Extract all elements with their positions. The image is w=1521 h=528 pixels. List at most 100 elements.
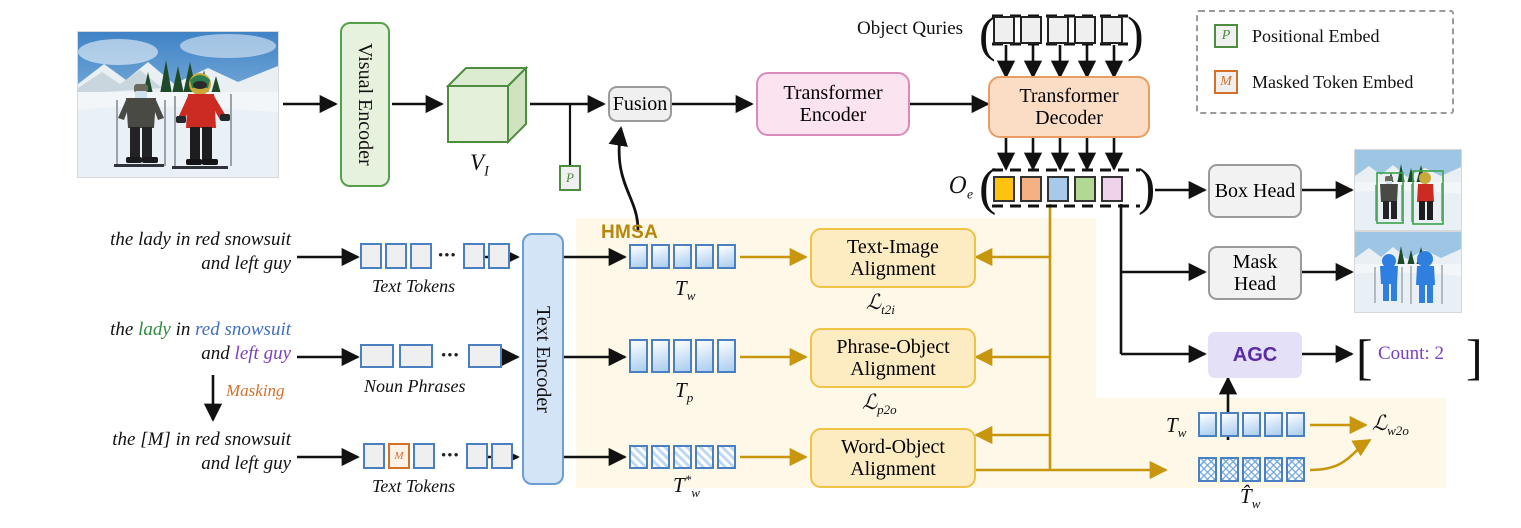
legend-label-masked: Masked Token Embed bbox=[1252, 71, 1414, 92]
t-w-token bbox=[717, 244, 736, 269]
input-image bbox=[78, 32, 278, 177]
t-w-bottom-token bbox=[1286, 412, 1305, 437]
object-query-token bbox=[1101, 16, 1123, 44]
noun-phrases-strip: ••• bbox=[360, 344, 502, 368]
t-w-hat-token bbox=[1242, 457, 1261, 482]
t-p-token bbox=[629, 339, 648, 373]
masked-token-embed-icon: M bbox=[1214, 70, 1238, 94]
t-w-hat-token bbox=[1198, 457, 1217, 482]
text-token bbox=[410, 243, 432, 269]
loss-w2o-label: ℒw2o bbox=[1372, 411, 1409, 439]
t-w-label: Tw bbox=[675, 276, 696, 304]
t-w-bottom-token bbox=[1220, 412, 1239, 437]
t-w-hat-token bbox=[1264, 457, 1283, 482]
object-embedding-token bbox=[1074, 176, 1096, 202]
hmsa-label: HMSA bbox=[601, 222, 659, 243]
word-object-alignment-block[interactable]: Word-Object Alignment bbox=[810, 428, 976, 488]
t-w-token bbox=[673, 244, 692, 269]
token-the: the bbox=[110, 319, 139, 340]
phrase-object-alignment-block[interactable]: Phrase-Object Alignment bbox=[810, 328, 976, 388]
t-w-star-token bbox=[629, 445, 648, 469]
box-output-image bbox=[1355, 150, 1461, 230]
count-left-bracket: [ bbox=[1356, 329, 1373, 385]
t-w-bottom-token bbox=[1264, 412, 1283, 437]
t-w-hat-label: T̂w bbox=[1240, 484, 1261, 512]
ellipsis: ••• bbox=[441, 447, 460, 464]
sentence-line-2: and left guy bbox=[201, 253, 291, 275]
ellipsis: ••• bbox=[441, 347, 460, 364]
input-sentence-colored: the lady in red snowsuit and left guy bbox=[75, 318, 291, 367]
t-w-token bbox=[629, 244, 648, 269]
legend-label-positional: Positional Embed bbox=[1252, 25, 1380, 46]
token-red-snowsuit: red snowsuit bbox=[195, 319, 291, 340]
object-embeddings-label: Oe bbox=[949, 174, 974, 202]
object-queries-label: Object Quries bbox=[857, 18, 964, 39]
masked-sentence-line-2: and left guy bbox=[201, 453, 291, 475]
loss-t2i-label: ℒt2i bbox=[866, 290, 895, 318]
t-w-star-label: T*w bbox=[673, 472, 700, 501]
text-token bbox=[465, 443, 488, 469]
transformer-decoder-block[interactable]: Transformer Decoder bbox=[988, 76, 1150, 138]
token-left-guy: left guy bbox=[234, 343, 291, 365]
t-w-star-token bbox=[717, 445, 736, 469]
fusion-block[interactable]: Fusion bbox=[608, 86, 672, 122]
text-tokens-strip-masked: M ••• bbox=[363, 443, 513, 469]
loss-p2o-label: ℒp2o bbox=[862, 390, 897, 418]
t-w-token bbox=[695, 244, 714, 269]
visual-feature-cube bbox=[445, 62, 529, 146]
t-w-token bbox=[651, 244, 670, 269]
object-embedding-token bbox=[993, 176, 1015, 202]
input-sentence-plain: the lady in red snowsuit and left guy bbox=[75, 228, 291, 277]
visual-encoder-block[interactable]: Visual Encoder bbox=[340, 22, 390, 187]
object-embedding-token bbox=[1101, 176, 1123, 202]
legend-item-positional: P Positional Embed bbox=[1214, 24, 1380, 48]
o-e-right-brace: ) bbox=[1138, 159, 1156, 216]
hmsa-region-bridge bbox=[1060, 398, 1120, 488]
text-encoder-block[interactable]: Text Encoder bbox=[522, 233, 564, 485]
noun-phrase-token bbox=[399, 344, 433, 368]
token-lady: lady bbox=[138, 319, 171, 340]
object-embedding-token bbox=[1047, 176, 1069, 202]
count-right-bracket: ] bbox=[1466, 329, 1483, 385]
box-head-block[interactable]: Box Head bbox=[1208, 164, 1302, 218]
count-output-text: Count: 2 bbox=[1378, 343, 1444, 364]
noun-phrase-token bbox=[467, 344, 502, 368]
colored-sentence-line-2: and left guy bbox=[75, 342, 291, 366]
text-token bbox=[462, 243, 485, 269]
t-p-label: Tp bbox=[675, 378, 694, 406]
object-query-token bbox=[1074, 16, 1096, 44]
text-tokens-strip-top: ••• bbox=[360, 243, 510, 269]
t-w-star-token bbox=[695, 445, 714, 469]
text-image-alignment-block[interactable]: Text-Image Alignment bbox=[810, 228, 976, 288]
noun-phrases-caption: Noun Phrases bbox=[364, 376, 466, 396]
text-tokens-caption-top: Text Tokens bbox=[372, 276, 456, 296]
object-query-token bbox=[1047, 16, 1069, 44]
t-w-token-strip bbox=[629, 244, 736, 269]
text-token bbox=[413, 443, 435, 469]
object-queries-right-brace: ) bbox=[1127, 6, 1144, 62]
text-token bbox=[363, 443, 385, 469]
mask-head-block[interactable]: Mask Head bbox=[1208, 246, 1302, 300]
positional-embed-icon: P bbox=[1214, 24, 1238, 48]
t-w-hat-token bbox=[1220, 457, 1239, 482]
noun-phrase-token bbox=[360, 344, 394, 368]
o-e-left-brace: ( bbox=[979, 159, 997, 216]
transformer-encoder-block[interactable]: Transformer Encoder bbox=[756, 72, 910, 136]
t-p-token bbox=[651, 339, 670, 373]
t-w-star-token-strip bbox=[629, 445, 736, 469]
input-sentence-masked: the [M] in red snowsuit and left guy bbox=[70, 428, 291, 477]
t-w-bottom-label: Tw bbox=[1166, 413, 1187, 441]
sentence-line-1: the lady in red snowsuit bbox=[110, 229, 291, 250]
t-p-token bbox=[695, 339, 714, 373]
agc-block[interactable]: AGC bbox=[1208, 332, 1302, 378]
object-queries-tokens bbox=[993, 16, 1123, 44]
t-w-star-token bbox=[651, 445, 670, 469]
token-in: in bbox=[170, 319, 196, 340]
v-i-label: VI bbox=[470, 150, 489, 180]
t-w-bottom-token bbox=[1242, 412, 1261, 437]
text-token bbox=[385, 243, 407, 269]
object-query-token bbox=[993, 16, 1015, 44]
t-w-star-token bbox=[673, 445, 692, 469]
t-p-token bbox=[673, 339, 692, 373]
